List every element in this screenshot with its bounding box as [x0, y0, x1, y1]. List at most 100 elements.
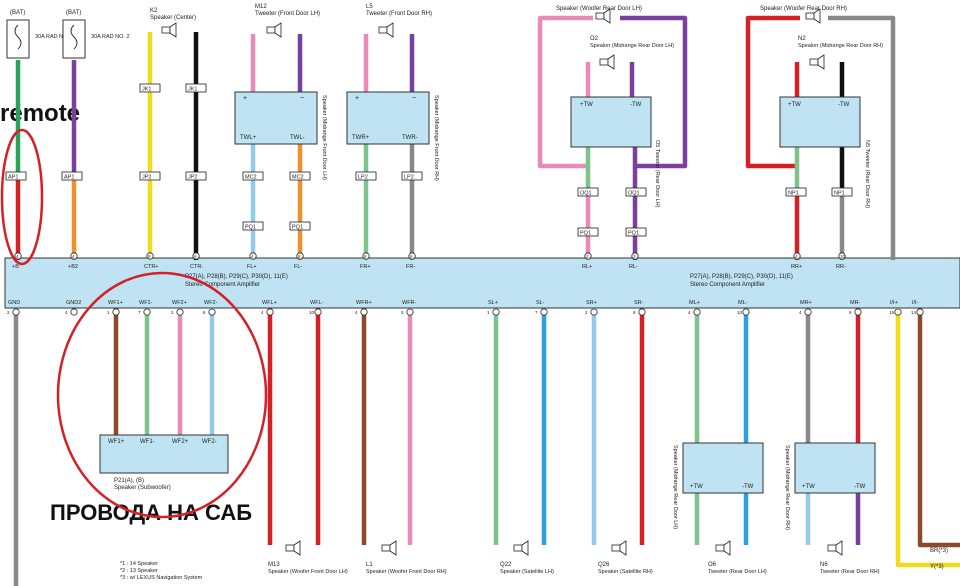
sub-box-desc: Speaker (Subwoofer) — [114, 485, 171, 491]
box-l2-right: TWR- — [402, 135, 418, 141]
amp-bottom-pin-label: SR+ — [586, 300, 597, 306]
amp-bottom-pin — [406, 308, 414, 316]
connector-tag — [139, 171, 161, 181]
amp-bottom-pin — [854, 308, 862, 316]
connector-tag — [185, 171, 207, 181]
connector-id: OQ1 — [628, 191, 640, 197]
box-midrange-front-rh: + − TWR+ TWR- Speaker (Midrange Front Do… — [346, 91, 439, 181]
connector-tag — [831, 187, 853, 197]
amp-bottom-pin — [804, 308, 812, 316]
connector-tag — [242, 171, 264, 181]
amp-top-pin-label: RR+ — [791, 264, 802, 270]
amp-bottom-pin — [916, 308, 924, 316]
note-3: *3 : w/ LEXUS Navigation System — [120, 575, 203, 581]
amp-bottom-pin — [314, 308, 322, 316]
speaker-tweeter-fl-icon — [266, 22, 282, 38]
connector-id: NP1 — [834, 191, 845, 197]
connector-id: JP2 — [142, 175, 151, 181]
fuse-1-name: 30A RAD NO. 1 — [35, 34, 74, 40]
amp-top-pin-number: 8 — [364, 254, 367, 259]
edge-label-br: BR(*3) — [930, 548, 948, 554]
connector-tag — [355, 171, 377, 181]
wire-gray — [828, 15, 896, 260]
box-o2-right: -TW — [630, 102, 642, 108]
amp-bottom-pin — [112, 308, 120, 316]
amp-top-pin-label: RR- — [836, 264, 846, 270]
amp-top-pin — [249, 252, 257, 260]
speaker-q22-name: Speaker (Satellite LH) — [500, 569, 554, 575]
amp-bottom-pin-number: 10 — [309, 310, 315, 315]
connector-id: AP1 — [8, 175, 18, 181]
sub-pin-3: WF2+ — [172, 439, 189, 445]
box-midrange-rear-lh-lower: +TW -TW Speaker (Midrange Rear Door LH) — [672, 442, 764, 529]
amp-bottom-pin-number: 1 — [487, 310, 490, 315]
connector-id: MC2 — [292, 175, 304, 181]
speaker-m13-name: Speaker (Woofer Front Door LH) — [268, 569, 348, 575]
amp-top-pin-number: 2 — [586, 254, 589, 259]
speaker-n6-name: Tweeter (Rear Door RH) — [820, 569, 880, 575]
amp-bottom-pin-number: 7 — [535, 310, 538, 315]
amp-top-pin — [584, 252, 592, 260]
box-o2-left: +TW — [580, 102, 593, 108]
amp-bottom-pin — [266, 308, 274, 316]
amp-bottom-pin-label: MR+ — [800, 300, 812, 306]
box-midrange-rear-lh: O2 Speaker (Midrange Rear Door LH) +TW -… — [570, 36, 674, 208]
amp-top-pin-label: FL+ — [247, 264, 257, 270]
connector-id: JP2 — [188, 175, 197, 181]
speaker-m13-id: M13 — [268, 562, 280, 568]
speaker-tweeter-rl-icon — [715, 540, 731, 556]
edge-label-y: Y(*3) — [930, 564, 944, 570]
amp-bottom-pin-label: WF2+ — [172, 300, 187, 306]
amp-bottom-pin-number: 5 — [401, 310, 404, 315]
amp-bottom-pin — [70, 308, 78, 316]
connector-id: PQ1 — [580, 231, 591, 237]
amp-bottom-pin-label: SR- — [634, 300, 644, 306]
amp-top-pin-number: 4 — [251, 254, 254, 259]
amp-top-pin — [362, 252, 370, 260]
speaker-woofer-rear-lh-name: Speaker (Woofer Rear Door LH) — [556, 6, 642, 12]
amp-top-pin — [408, 252, 416, 260]
box-midrange-front-lh: + − TWL+ TWL- Speaker (Midrange Front Do… — [234, 91, 327, 180]
amp-bottom-pin-label: I/I- — [912, 300, 919, 306]
connector-tag — [139, 83, 161, 93]
svg-text:+: + — [355, 95, 359, 102]
box-o4-right: -TW — [742, 484, 754, 490]
amp-bottom-pin-number: 4 — [355, 310, 358, 315]
amp-bottom-pin-number: 7 — [138, 310, 141, 315]
connector-tag — [242, 221, 264, 231]
amplifier-body — [4, 257, 960, 309]
speaker-k2-name: Speaker (Center) — [150, 15, 196, 21]
amp-bottom-pin-label: MR- — [850, 300, 861, 306]
amp-top-pin-label: FR+ — [360, 264, 371, 270]
connector-tag — [289, 221, 311, 231]
connector-tag — [401, 171, 423, 181]
amp-top-pin — [631, 252, 639, 260]
speaker-n6-id: N6 — [820, 562, 828, 568]
amp-top-pin-number: 4 — [795, 254, 798, 259]
amp-bottom-pin — [143, 308, 151, 316]
amp-name-right: P27(A), P28(B), P29(C), P30(D), 11(E) — [690, 274, 793, 280]
speaker-satellite-rh-icon — [611, 540, 627, 556]
connector-tag — [625, 187, 647, 197]
svg-text:−: − — [412, 95, 416, 102]
amp-bottom-pin-label: SL+ — [488, 300, 498, 306]
speaker-l1-name: Speaker (Woofer Front Door RH) — [366, 569, 447, 575]
amp-bottom-pin — [360, 308, 368, 316]
subwoofer-wires-annotation: ПРОВОДА НА САБ — [50, 500, 253, 525]
speaker-woofer-fr-icon — [381, 540, 397, 556]
amp-top-pin — [146, 252, 154, 260]
box-m4-right: TWL- — [290, 135, 305, 141]
amp-top-pin-label: RL- — [629, 264, 638, 270]
amp-top-pin-label: +B2 — [68, 264, 78, 270]
box-n4-right: -TW — [854, 484, 866, 490]
speaker-k2-id: K2 — [150, 8, 158, 14]
remote-annotation: remote — [0, 100, 81, 127]
amp-bottom-pin-number: 9 — [849, 310, 852, 315]
speaker-l5-name: Tweeter (Front Door RH) — [366, 11, 432, 17]
amp-top-pin-number: 5 — [298, 254, 301, 259]
connector-tag — [61, 171, 83, 181]
fuse-1-label: (BAT) — [10, 10, 25, 16]
fuse-2-label: (BAT) — [66, 10, 81, 16]
box-n4-side: Speaker (Midrange Rear Door RH) — [784, 445, 790, 530]
speaker-q26-name: Speaker (Satellite RH) — [598, 569, 653, 575]
